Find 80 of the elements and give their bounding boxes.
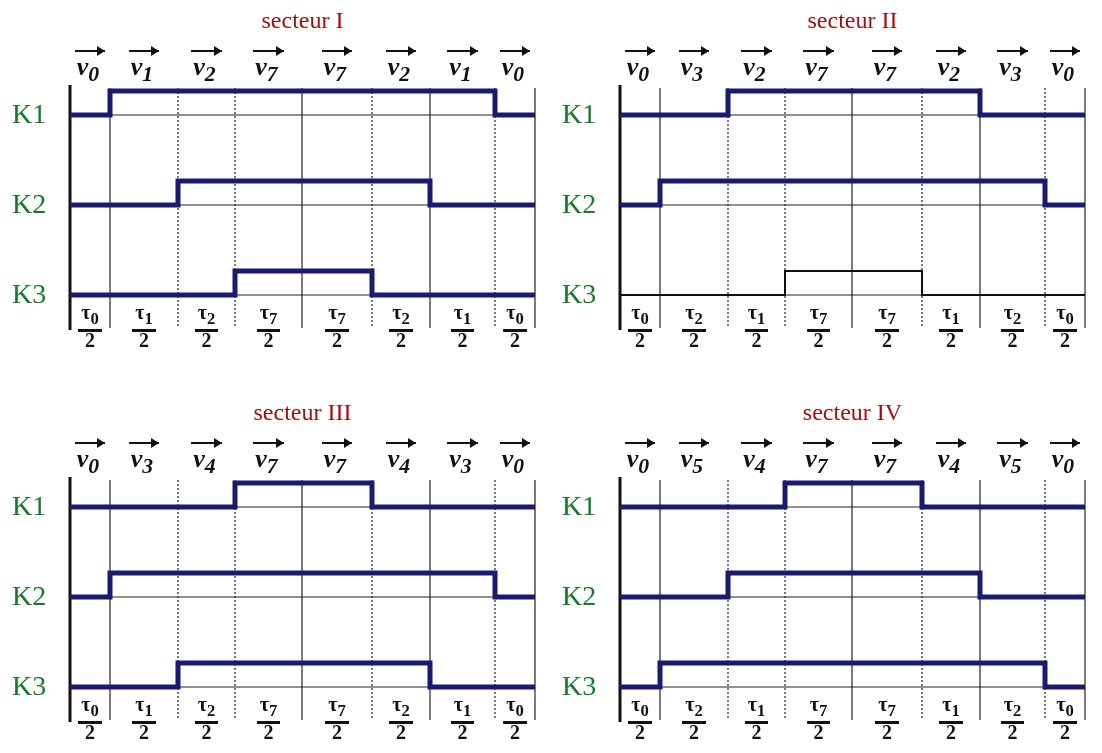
switch-label: K2 <box>12 582 47 610</box>
fraction-numerator: τ$_{2}$ <box>194 302 219 332</box>
fraction-denominator: 2 <box>635 722 645 742</box>
switch-label: K1 <box>12 492 47 520</box>
fraction-denominator: 2 <box>1060 722 1070 742</box>
fraction-numerator: τ$_{1}$ <box>744 302 769 332</box>
switch-label: K1 <box>562 492 597 520</box>
fraction-numerator: τ$_{2}$ <box>682 302 706 332</box>
fraction-denominator: 2 <box>813 330 824 350</box>
fraction-denominator: 2 <box>85 722 95 742</box>
sector-title: secteur I <box>261 8 344 32</box>
fraction-numerator: τ$_{1}$ <box>939 302 963 332</box>
fraction-numerator: τ$_{0}$ <box>503 302 527 332</box>
fraction-denominator: 2 <box>946 330 956 350</box>
fraction-numerator: τ$_{7}$ <box>806 302 831 332</box>
fraction-numerator: τ$_{1}$ <box>132 302 156 332</box>
fraction-numerator: τ$_{2}$ <box>194 694 219 724</box>
fraction-denominator: 2 <box>139 722 149 742</box>
fraction-denominator: 2 <box>689 330 699 350</box>
fraction-numerator: τ$_{0}$ <box>1053 302 1077 332</box>
fraction-numerator: τ$_{1}$ <box>450 302 475 332</box>
fraction-denominator: 2 <box>751 722 762 742</box>
fraction-numerator: τ$_{1}$ <box>939 694 963 724</box>
fraction-denominator: 2 <box>396 722 406 742</box>
fraction-numerator: τ$_{7}$ <box>806 694 831 724</box>
fraction-numerator: τ$_{1}$ <box>744 694 769 724</box>
switch-label: K2 <box>12 190 47 218</box>
switch-label: K2 <box>562 582 597 610</box>
switch-label: K2 <box>562 190 597 218</box>
fraction-denominator: 2 <box>510 722 520 742</box>
fraction-numerator: τ$_{2}$ <box>389 694 413 724</box>
fraction-numerator: τ$_{0}$ <box>628 694 652 724</box>
fraction-denominator: 2 <box>201 722 212 742</box>
fraction-denominator: 2 <box>1007 330 1018 350</box>
fraction-numerator: τ$_{7}$ <box>325 302 349 332</box>
fraction-denominator: 2 <box>332 330 342 350</box>
fraction-denominator: 2 <box>510 330 520 350</box>
fraction-numerator: τ$_{2}$ <box>1000 694 1025 724</box>
fraction-numerator: τ$_{2}$ <box>1000 302 1025 332</box>
fraction-numerator: τ$_{7}$ <box>875 302 899 332</box>
fraction-denominator: 2 <box>1007 722 1018 742</box>
fraction-numerator: τ$_{1}$ <box>132 694 156 724</box>
fraction-numerator: τ$_{7}$ <box>325 694 349 724</box>
fraction-denominator: 2 <box>882 330 892 350</box>
fraction-denominator: 2 <box>263 330 274 350</box>
fraction-denominator: 2 <box>1060 330 1070 350</box>
fraction-denominator: 2 <box>457 330 468 350</box>
fraction-numerator: τ$_{7}$ <box>256 694 281 724</box>
fraction-denominator: 2 <box>457 722 468 742</box>
fraction-numerator: τ$_{0}$ <box>78 302 102 332</box>
fraction-numerator: τ$_{7}$ <box>875 694 899 724</box>
switch-label: K3 <box>562 672 597 700</box>
switch-label: K1 <box>12 100 47 128</box>
switch-label: K3 <box>12 280 47 308</box>
fraction-denominator: 2 <box>751 330 762 350</box>
switch-label: K3 <box>12 672 47 700</box>
fraction-numerator: τ$_{2}$ <box>389 302 413 332</box>
fraction-denominator: 2 <box>139 330 149 350</box>
sector-title: secteur IV <box>802 400 903 424</box>
fraction-denominator: 2 <box>946 722 956 742</box>
fraction-denominator: 2 <box>332 722 342 742</box>
fraction-numerator: τ$_{0}$ <box>1053 694 1077 724</box>
fraction-numerator: τ$_{2}$ <box>682 694 706 724</box>
fraction-numerator: τ$_{0}$ <box>78 694 102 724</box>
switch-label: K3 <box>562 280 597 308</box>
switch-label: K1 <box>562 100 597 128</box>
fraction-denominator: 2 <box>263 722 274 742</box>
fraction-denominator: 2 <box>201 330 212 350</box>
sector-title: secteur II <box>807 8 898 32</box>
fraction-denominator: 2 <box>85 330 95 350</box>
fraction-numerator: τ$_{0}$ <box>628 302 652 332</box>
fraction-denominator: 2 <box>813 722 824 742</box>
fraction-numerator: τ$_{1}$ <box>450 694 475 724</box>
sector-title: secteur III <box>253 400 352 424</box>
fraction-denominator: 2 <box>689 722 699 742</box>
fraction-numerator: τ$_{7}$ <box>256 302 281 332</box>
fraction-denominator: 2 <box>882 722 892 742</box>
fraction-denominator: 2 <box>396 330 406 350</box>
fraction-denominator: 2 <box>635 330 645 350</box>
fraction-numerator: τ$_{0}$ <box>503 694 527 724</box>
